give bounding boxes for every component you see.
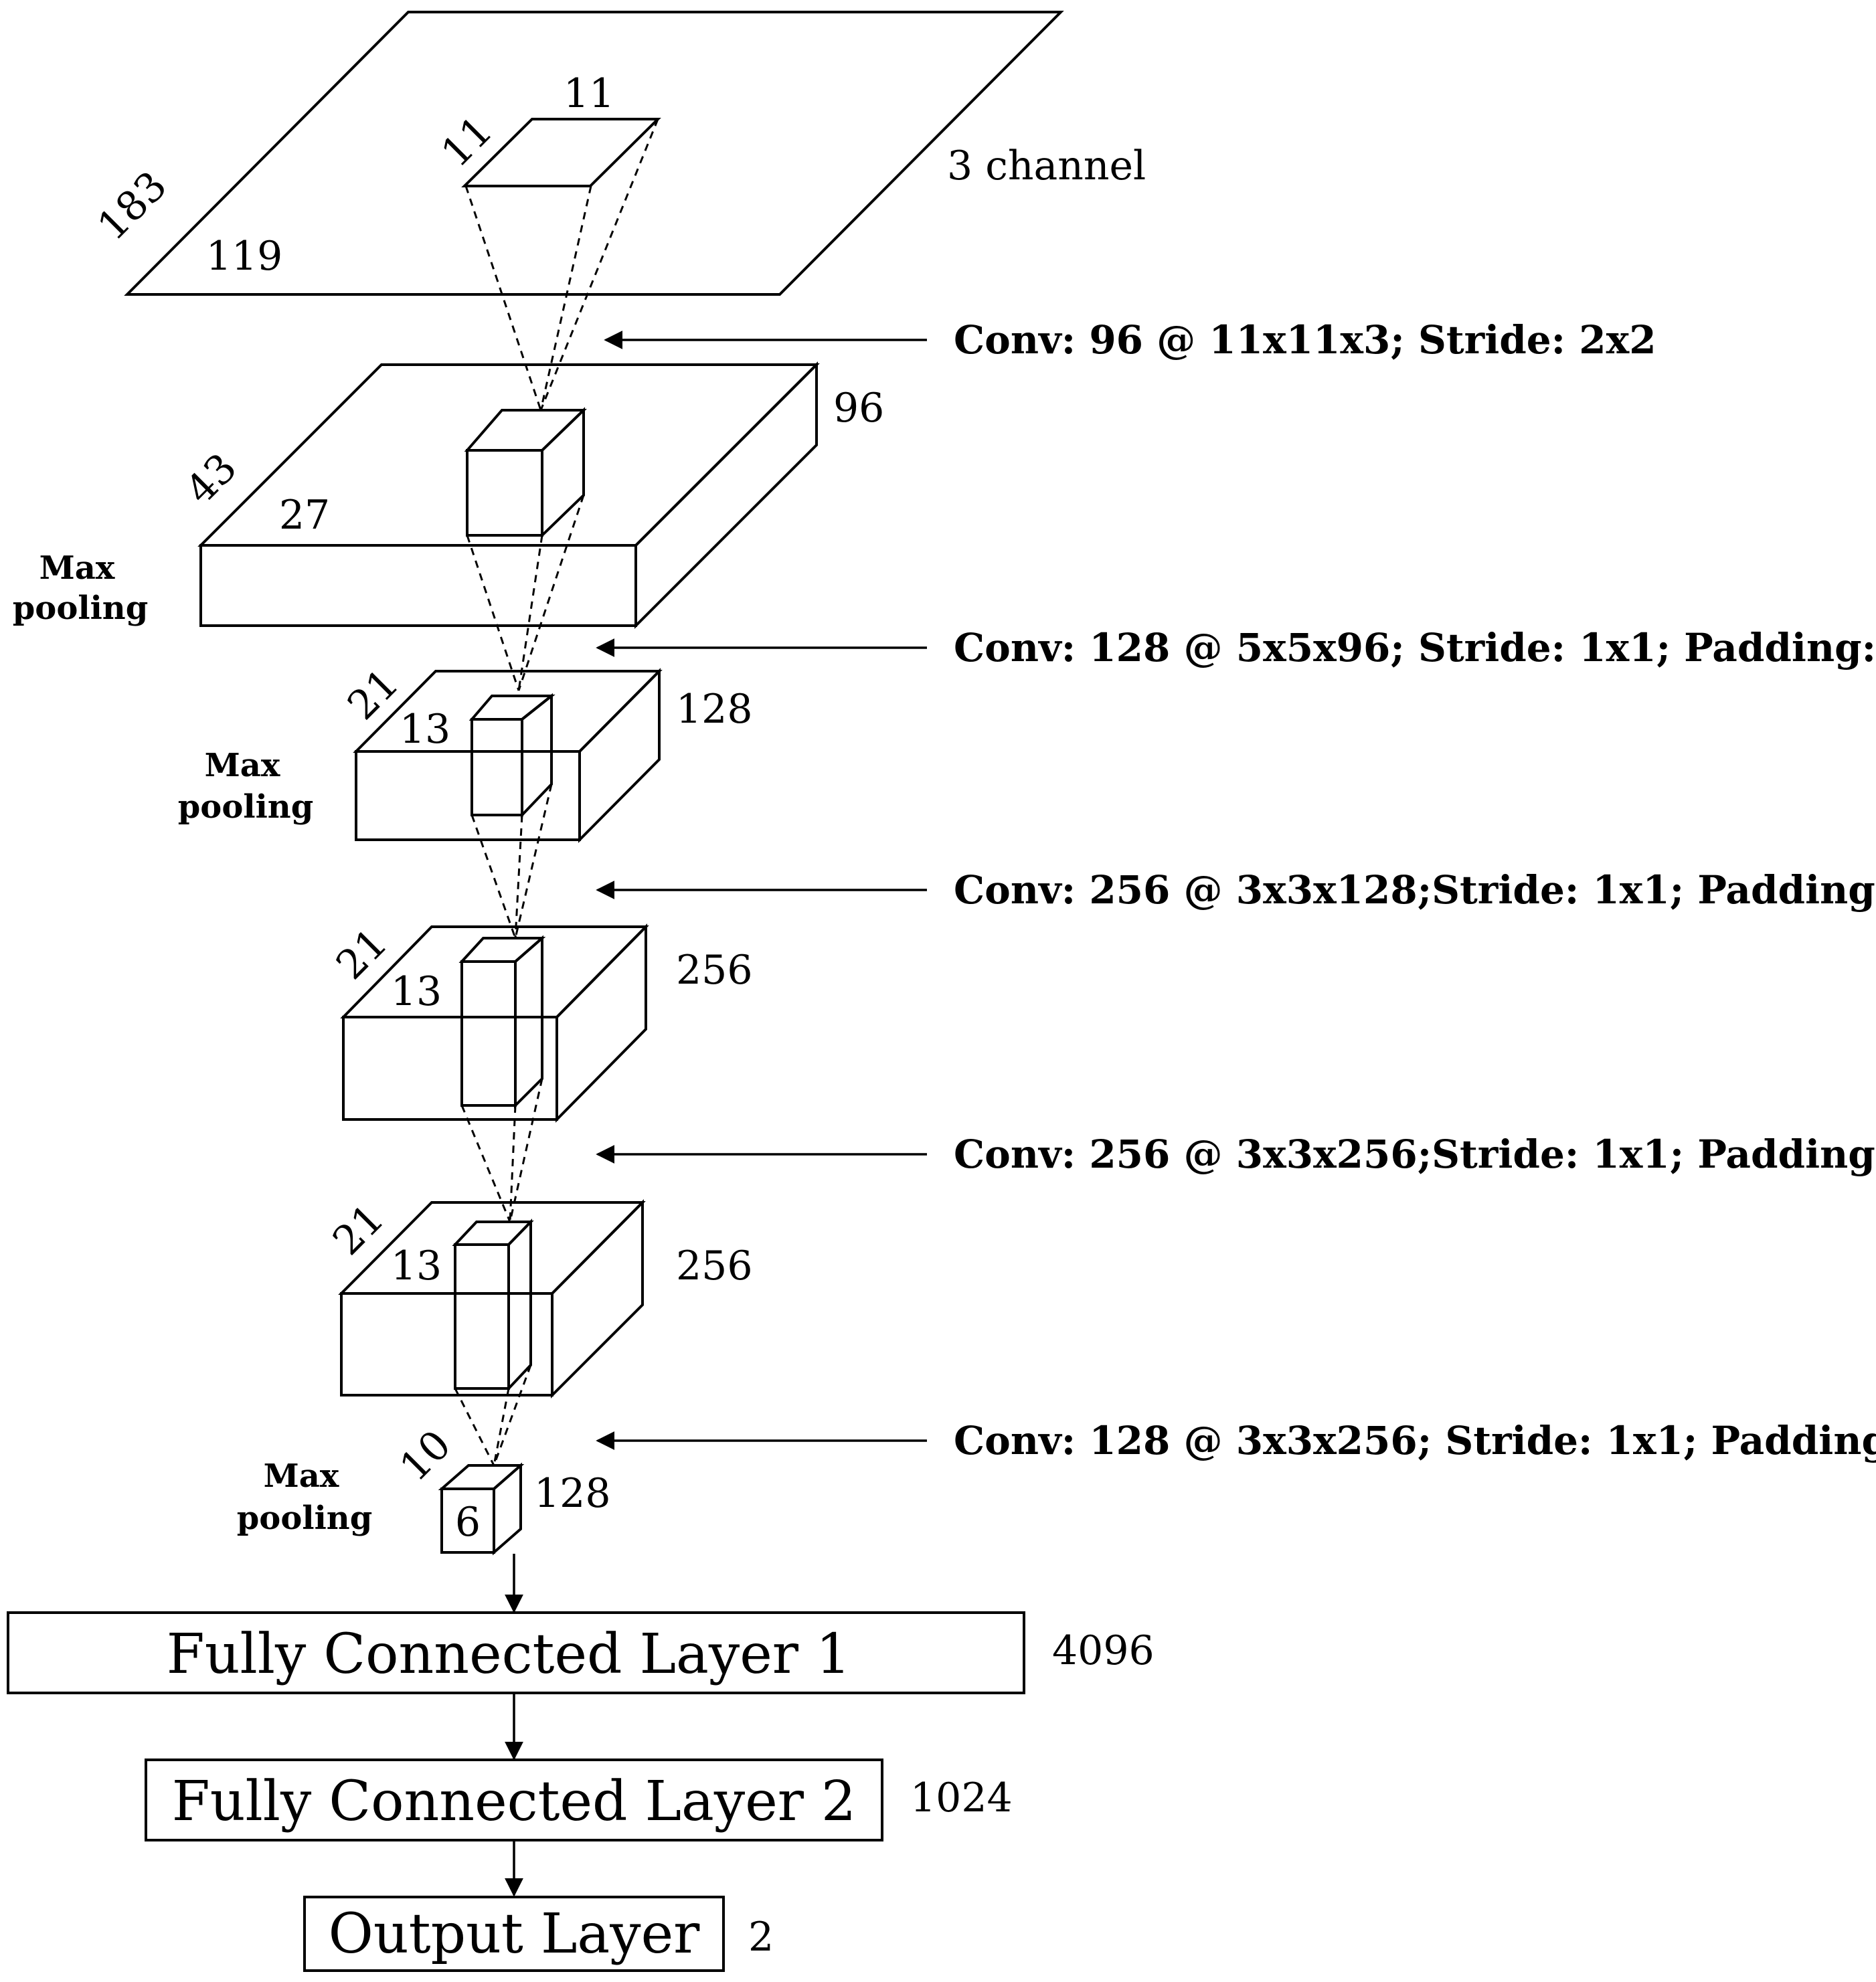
- layer3-channels-label: 256: [676, 947, 753, 994]
- layer2-width-label: 13: [400, 706, 450, 753]
- input-kernel-width-label: 11: [564, 70, 614, 117]
- input-width-label: 119: [206, 233, 283, 280]
- conv-layer-4: 21 13 256: [324, 1195, 753, 1399]
- projection-lines: [454, 118, 659, 1466]
- output-layer-label: Output Layer: [329, 1902, 701, 1966]
- layer3-kernel-front: [460, 960, 517, 1107]
- layer1-depth-label: 43: [177, 444, 246, 513]
- layer1-channels-label: 96: [833, 385, 884, 432]
- layer4-kernel-front: [454, 1243, 510, 1390]
- fc1-box: [7, 1611, 1025, 1694]
- layer1-kernel-front: [466, 449, 543, 537]
- layer2-channels-label: 128: [676, 686, 753, 733]
- output-units-label: 2: [748, 1914, 774, 1961]
- layer2-front-face: [355, 750, 581, 841]
- layer4-kernel-side: [507, 1219, 532, 1392]
- fc2-label: Fully Connected Layer 2: [172, 1770, 856, 1833]
- layer5-side-face: [493, 1462, 522, 1556]
- layer2-kernel-front: [471, 718, 523, 816]
- layer4-channels-label: 256: [676, 1243, 753, 1289]
- conv5-label: Conv: 128 @ 3x3x256; Stride: 1x1; Paddin…: [954, 1418, 1876, 1463]
- fully-connected-stack: Fully Connected Layer 1 4096 Fully Conne…: [7, 1554, 1155, 1972]
- layer4-side-face: [551, 1199, 644, 1399]
- conv3-label: Conv: 256 @ 3x3x128;Stride: 1x1; Padding…: [954, 867, 1876, 913]
- layer4-depth-label: 21: [324, 1195, 393, 1264]
- layer4-front-face: [340, 1292, 553, 1397]
- layer2-kernel-top: [468, 695, 556, 721]
- layer1-width-label: 27: [279, 492, 330, 539]
- input-depth-label: 183: [89, 163, 176, 250]
- conv1-label: Conv: 96 @ 11x11x3; Stride: 2x2: [954, 317, 1656, 363]
- layer1-kernel-side: [541, 407, 585, 539]
- layer5-width-label: 6: [455, 1499, 481, 1546]
- maxpool-1-line2: pooling: [13, 590, 149, 627]
- conv-layer-5: 10 6 128 Max pooling: [237, 1421, 611, 1556]
- layer2-side-face: [578, 668, 661, 843]
- layer3-front-face: [342, 1016, 558, 1121]
- layer1-side-face: [634, 361, 818, 629]
- layer4-width-label: 13: [391, 1243, 442, 1289]
- conv-layer-2: 21 13 128 Max pooling: [178, 660, 753, 843]
- input-plane: [124, 11, 1064, 296]
- fc1-label: Fully Connected Layer 1: [167, 1623, 851, 1686]
- maxpool-1-line1: Max: [39, 549, 115, 587]
- layer3-kernel-side: [514, 935, 543, 1109]
- maxpool-2-line2: pooling: [178, 788, 314, 826]
- output-layer-box: [303, 1896, 725, 1972]
- conv-layer-1: 43 27 96 Max pooling: [13, 361, 884, 629]
- layer1-kernel-top: [464, 409, 587, 452]
- fc2-box: [145, 1759, 883, 1841]
- input-layer: 11 11 183 119 3 channel: [89, 11, 1146, 296]
- conv-annotations: Conv: 96 @ 11x11x3; Stride: 2x2 Conv: 12…: [596, 317, 1876, 1463]
- input-kernel-window: [461, 118, 661, 187]
- layer2-depth-label: 21: [339, 660, 408, 729]
- maxpool-3-line2: pooling: [237, 1500, 373, 1537]
- layer5-channels-label: 128: [534, 1470, 611, 1517]
- conv4-label: Conv: 256 @ 3x3x256;Stride: 1x1; Padding…: [954, 1132, 1876, 1177]
- maxpool-2-line1: Max: [205, 747, 280, 784]
- layer2-kernel-side: [521, 693, 553, 818]
- layer3-side-face: [556, 923, 647, 1123]
- input-kernel-height-label: 11: [432, 107, 501, 176]
- layer3-depth-label: 21: [327, 919, 396, 988]
- maxpool-3-line1: Max: [264, 1457, 339, 1495]
- conv-layer-3: 21 13 256: [327, 919, 753, 1123]
- input-channels-label: 3 channel: [947, 143, 1146, 189]
- fc2-units-label: 1024: [910, 1775, 1013, 1821]
- layer1-front-face: [199, 544, 637, 627]
- conv2-label: Conv: 128 @ 5x5x96; Stride: 1x1; Padding…: [954, 625, 1876, 670]
- fc1-units-label: 4096: [1052, 1627, 1155, 1674]
- layer3-width-label: 13: [391, 968, 442, 1015]
